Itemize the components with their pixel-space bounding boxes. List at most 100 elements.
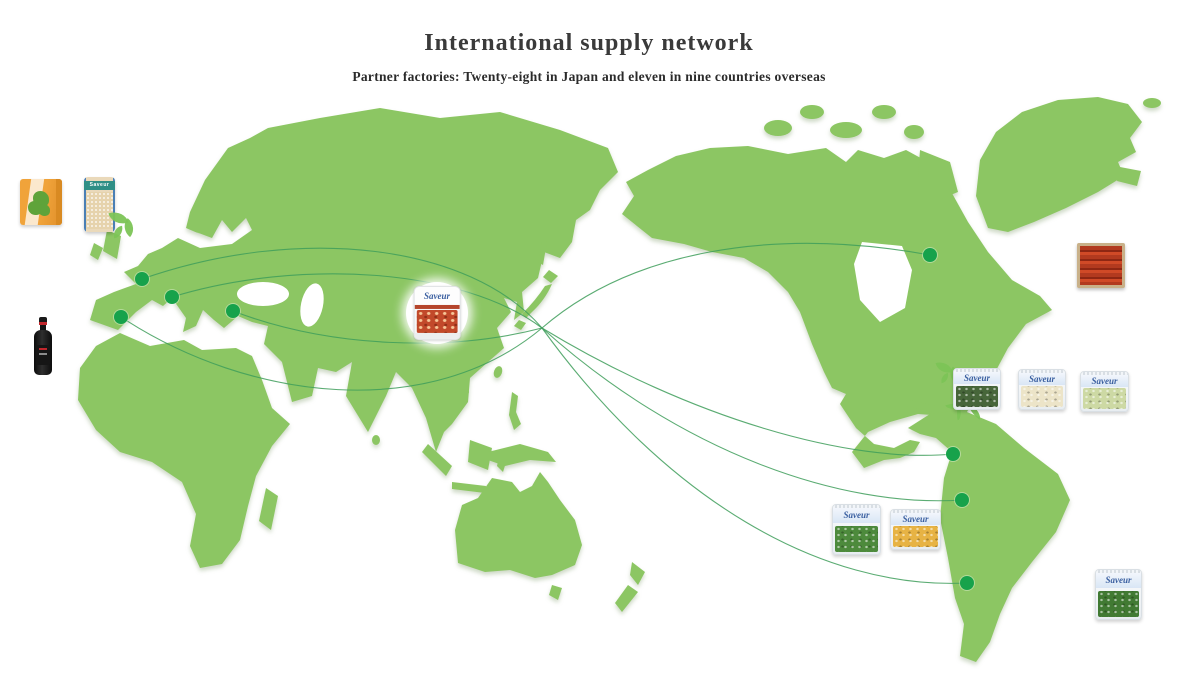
product-herb-box <box>20 179 62 225</box>
pouch-contents <box>1083 388 1126 410</box>
package-band <box>414 304 460 310</box>
pouch-label: Saveur <box>1019 373 1065 385</box>
tray-contents <box>1080 246 1122 285</box>
pouch-crimp <box>954 369 1000 372</box>
brand-label: Saveur <box>963 373 990 383</box>
iceland <box>1117 167 1141 186</box>
product-oil-bottle <box>31 317 55 375</box>
arctic-island <box>800 105 824 119</box>
arctic-island <box>904 125 924 139</box>
baffin-island <box>918 150 958 200</box>
new-zealand-south <box>615 585 638 612</box>
brand-label: Saveur <box>902 513 929 524</box>
brand-label: Saveur <box>843 510 870 521</box>
arctic-island <box>830 122 862 138</box>
marker-peru <box>946 447 960 461</box>
product-pouch-light-green: Saveur <box>1080 371 1129 412</box>
herb-box-edge <box>56 179 62 225</box>
product-pouch-herb-green: Saveur <box>832 504 881 555</box>
herb-sprig <box>37 204 51 217</box>
marker-italy <box>165 290 179 304</box>
continents <box>78 97 1161 662</box>
route-japan-canada <box>541 242 931 329</box>
product-pouch-yellow: Saveur <box>890 509 941 550</box>
borneo <box>468 440 492 470</box>
product-pouch-green-bottom: Saveur <box>1095 569 1142 620</box>
pouch-label: Saveur <box>833 508 880 523</box>
route-japan-italy <box>171 273 543 329</box>
pouch-crimp <box>833 505 880 508</box>
pouch-wrapper: Saveur <box>1080 371 1129 412</box>
pouch-crimp <box>1081 372 1128 375</box>
tasmania <box>549 585 562 600</box>
brand-label: Saveur <box>89 182 110 189</box>
brand-label: Saveur <box>1091 375 1118 386</box>
svalbard <box>1143 98 1161 108</box>
java <box>452 482 486 493</box>
sumatra <box>422 444 452 476</box>
pouch-label: Saveur <box>891 513 940 525</box>
pouch-label: Saveur <box>954 372 1000 384</box>
cuba <box>906 400 936 412</box>
package-label: Saveur <box>414 286 460 305</box>
bottle-capring <box>39 322 47 325</box>
arctic-island <box>872 105 896 119</box>
grain-bag-shape: Saveur <box>84 177 115 232</box>
pouch-contents <box>956 385 998 407</box>
japan-kyushu <box>514 320 526 330</box>
pouch-crimp <box>1019 370 1065 373</box>
page-subtitle: Partner factories: Twenty-eight in Japan… <box>352 69 826 84</box>
landmass-south-america <box>908 410 1070 662</box>
pouch-contents <box>1098 590 1139 617</box>
pouch-label: Saveur <box>1081 375 1128 387</box>
caspian-sea <box>300 283 324 327</box>
japan-honshu <box>522 284 552 318</box>
marker-chile-south <box>960 576 974 590</box>
white-circle: Saveur <box>406 282 468 344</box>
tray-frame <box>1077 243 1125 288</box>
pouch-crimp <box>891 510 940 513</box>
landmass-eurasia <box>90 108 618 452</box>
pouch-crimp <box>1096 570 1141 573</box>
route-japan-chile-north <box>541 327 963 502</box>
product-leaf-splash-1 <box>107 208 138 240</box>
page-title: International supply network <box>424 30 754 56</box>
brand-label: Saveur <box>1028 373 1055 384</box>
pouch-wrapper: Saveur <box>1018 369 1066 410</box>
herb-box-shape <box>20 179 62 225</box>
product-dried-tomato-tray <box>1077 243 1125 288</box>
taiwan <box>493 366 503 378</box>
package-foot <box>414 333 460 340</box>
landmass-africa <box>78 333 290 568</box>
grain-contents <box>86 192 113 229</box>
landmass-north-america <box>622 146 1052 468</box>
ireland <box>90 243 103 260</box>
product-pouch-cream: Saveur <box>1018 369 1066 410</box>
route-japan-spain <box>120 316 543 391</box>
sakhalin <box>538 240 547 265</box>
product-pouch-dark-green: Saveur <box>953 368 1001 410</box>
arctic-island <box>764 120 792 136</box>
bottle-shape <box>31 317 55 375</box>
marker-chile-north <box>955 493 969 507</box>
brand-label: Saveur <box>1105 575 1132 586</box>
new-guinea <box>488 444 556 466</box>
product-jar-on-circle: Saveur <box>406 282 468 344</box>
route-japan-chile-south <box>541 327 968 584</box>
package-contents <box>416 310 458 333</box>
pouch-label: Saveur <box>1096 573 1141 588</box>
pouch-wrapper: Saveur <box>832 504 881 555</box>
supply-routes <box>120 242 968 584</box>
route-japan-peru <box>541 327 954 456</box>
marker-france <box>135 272 149 286</box>
saveur-package: Saveur <box>413 285 461 341</box>
product-grain-bag: Saveur <box>84 177 115 232</box>
madagascar <box>259 488 278 530</box>
bottle-label <box>36 344 50 365</box>
header: International supply network Partner fac… <box>0 0 1178 85</box>
hainan <box>461 389 469 395</box>
philippines <box>509 392 521 430</box>
greenland <box>976 97 1142 232</box>
